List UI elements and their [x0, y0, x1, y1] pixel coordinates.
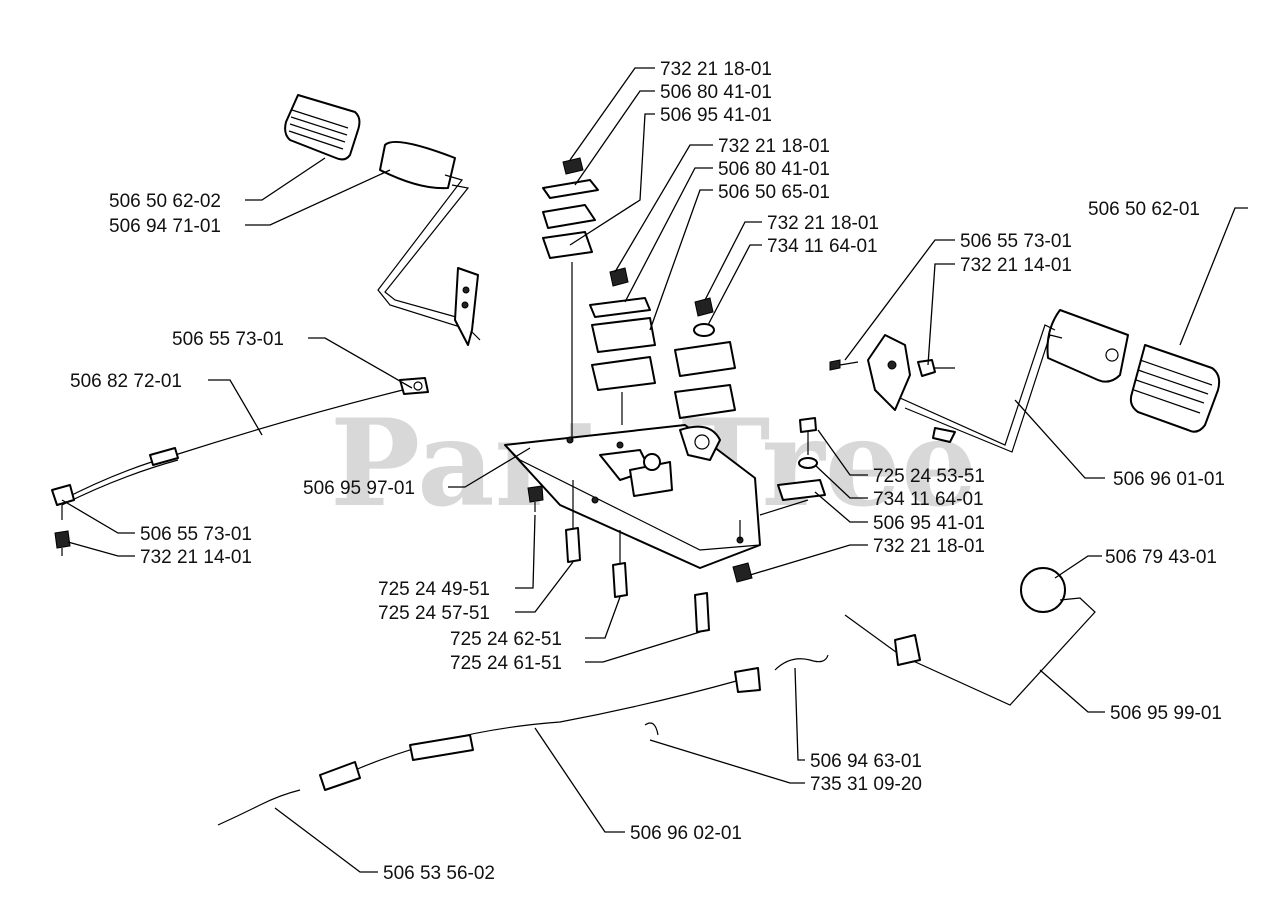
cable-lower: [217, 654, 829, 826]
block-stack-1: [542, 157, 599, 440]
label-732-21-14-01-left: 732 21 14-01: [140, 547, 252, 568]
label-506-96-02-01: 506 96 02-01: [630, 823, 742, 844]
part-labels: 732 21 18-01 506 80 41-01 506 95 41-01 7…: [70, 59, 1225, 884]
cable-left: [51, 377, 429, 556]
label-735-31-09-20: 735 31 09-20: [810, 774, 922, 795]
label-506-53-56-02: 506 53 56-02: [383, 863, 495, 884]
label-506-94-71-01: 506 94 71-01: [109, 216, 221, 237]
label-725-24-57-51: 725 24 57-51: [378, 603, 490, 624]
label-725-24-62-51: 725 24 62-51: [450, 629, 562, 650]
label-734-11-64-01-top: 734 11 64-01: [767, 236, 878, 257]
label-506-80-41-01-top: 506 80 41-01: [660, 82, 772, 103]
label-506-95-99-01: 506 95 99-01: [1110, 703, 1222, 724]
label-506-79-43-01: 506 79 43-01: [1105, 547, 1217, 568]
label-506-95-41-01-top: 506 95 41-01: [660, 105, 772, 126]
label-506-50-62-01: 506 50 62-01: [1088, 199, 1200, 220]
label-506-55-73-01-right: 506 55 73-01: [960, 231, 1072, 252]
mount-plate: [504, 424, 809, 569]
label-506-55-73-01-upper: 506 55 73-01: [172, 329, 284, 350]
bolt-725-24-53-51: [732, 417, 826, 583]
label-734-11-64-01-lower: 734 11 64-01: [873, 489, 984, 510]
label-506-80-41-01-mid: 506 80 41-01: [718, 159, 830, 180]
label-506-94-63-01: 506 94 63-01: [810, 751, 922, 772]
label-725-24-53-51: 725 24 53-51: [873, 466, 985, 487]
label-506-50-62-02: 506 50 62-02: [109, 191, 221, 212]
label-506-95-41-01-lower: 506 95 41-01: [873, 513, 985, 534]
label-725-24-49-51: 725 24 49-51: [378, 579, 490, 600]
label-732-21-18-01-lower: 732 21 18-01: [873, 536, 985, 557]
label-506-96-01-01: 506 96 01-01: [1113, 469, 1225, 490]
bolts-under-plate: [527, 480, 710, 633]
label-732-21-14-01-right: 732 21 14-01: [960, 255, 1072, 276]
shift-rod: [844, 567, 1096, 706]
label-506-55-73-01-lower: 506 55 73-01: [140, 524, 252, 545]
label-732-21-18-01-top: 732 21 18-01: [660, 59, 772, 80]
label-506-95-97-01: 506 95 97-01: [303, 478, 415, 499]
label-506-50-65-01: 506 50 65-01: [718, 182, 830, 203]
label-732-21-18-01-right: 732 21 18-01: [767, 213, 879, 234]
right-pedal-assembly: [829, 309, 1221, 453]
block-stack-3: [674, 297, 736, 419]
label-506-82-72-01: 506 82 72-01: [70, 371, 182, 392]
leader-lines: [61, 67, 1248, 873]
left-pedal-assembly: [284, 94, 481, 346]
label-725-24-61-51: 725 24 61-51: [450, 653, 562, 674]
block-stack-2: [589, 267, 656, 425]
label-732-21-18-01-mid: 732 21 18-01: [718, 136, 830, 157]
